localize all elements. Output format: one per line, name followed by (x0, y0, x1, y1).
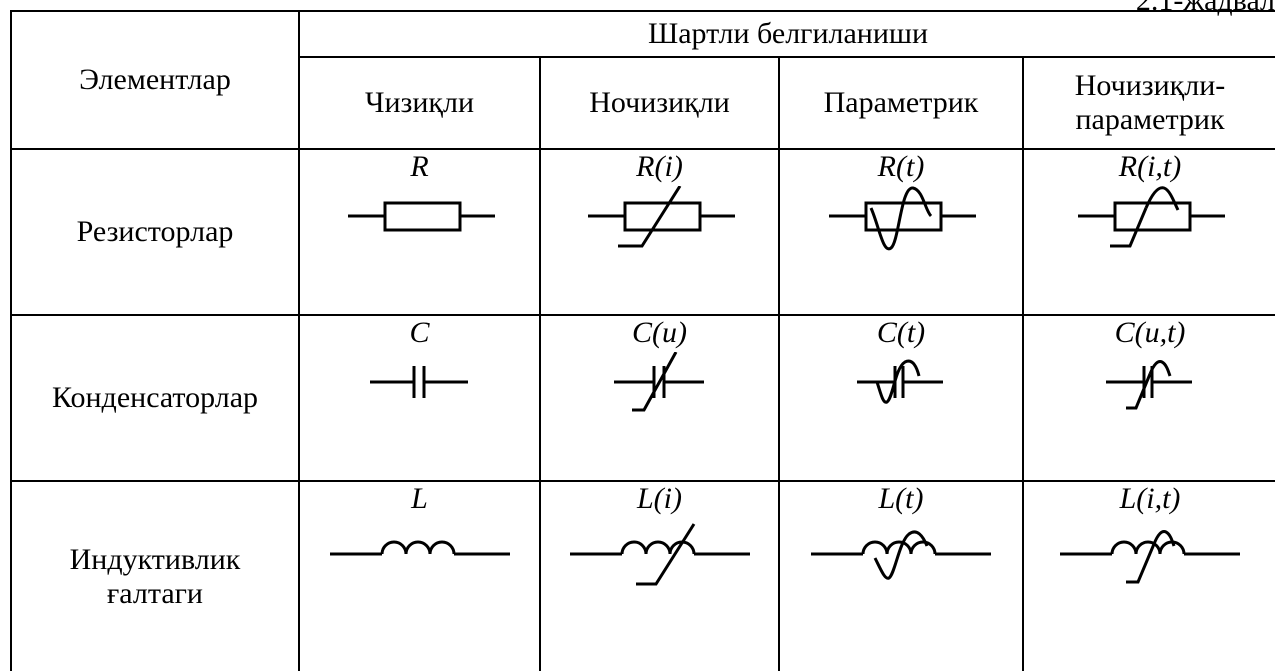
symbol-cell: L(i) (539, 480, 780, 671)
symbol-cell: C(t) (778, 314, 1024, 482)
parametric-resistor-icon (829, 186, 976, 251)
symbol-label: C (409, 316, 430, 349)
table-row: Индуктивлик ғалтаги L L(i) L(t) (10, 480, 1275, 671)
symbol-label: R(i,t) (1118, 150, 1182, 183)
symbol-cell: R(i,t) (1021, 148, 1275, 316)
symbol-cell: R(t) (778, 148, 1024, 316)
nonlinear-parametric-capacitor-icon (1106, 360, 1192, 410)
symbol-label: C(t) (876, 316, 926, 349)
table-row: Резисторлар R R(i) R(t) R(i,t) (10, 148, 1275, 316)
column-header-linear: Чизиқли (298, 56, 541, 150)
symbol-cell: C (298, 314, 541, 482)
symbol-label: R(t) (877, 150, 925, 183)
symbol-label: L (411, 482, 428, 515)
linear-capacitor-icon (369, 366, 468, 398)
symbol-label: L(t) (878, 482, 924, 515)
element-symbols-table: Элементлар Шартли белгиланиши Чизиқли Но… (10, 10, 1275, 671)
symbol-cell: R(i) (539, 148, 780, 316)
parametric-capacitor-icon (857, 359, 943, 404)
linear-resistor-icon (347, 201, 495, 232)
symbol-label: C(u) (632, 316, 687, 349)
row-header-inductors: Индуктивлик ғалтаги (10, 480, 300, 671)
symbol-label: C(u,t) (1114, 316, 1186, 349)
column-header-parametric: Параметрик (778, 56, 1024, 150)
table-row: Конденсаторлар C C(u) C(t) (10, 314, 1275, 482)
nonlinear-capacitor-icon (613, 352, 704, 412)
header-elements: Элементлар (10, 10, 300, 150)
symbol-label: R(i) (636, 150, 683, 183)
row-header-line: Индуктивлик (69, 542, 241, 576)
symbol-cell: L(t) (778, 480, 1024, 671)
column-header-nonlinear: Ночизиқли (539, 56, 780, 150)
parametric-inductor-icon (811, 530, 991, 580)
row-header-resistors: Резисторлар (10, 148, 300, 316)
column-header-line: Ночизиқли- (1074, 69, 1226, 102)
symbol-label: L(i,t) (1119, 482, 1181, 515)
row-header-line: ғалтаги (106, 576, 203, 610)
symbol-cell: C(u) (539, 314, 780, 482)
row-header-capacitors: Конденсаторлар (10, 314, 300, 482)
symbol-cell: C(u,t) (1021, 314, 1275, 482)
symbol-cell: L (298, 480, 541, 671)
symbol-cell: R (298, 148, 541, 316)
nonlinear-parametric-resistor-icon (1078, 186, 1225, 248)
column-header-nonlinear-parametric: Ночизиқли- параметрик (1021, 56, 1275, 150)
symbol-label: R (410, 150, 429, 183)
nonlinear-resistor-icon (587, 186, 735, 248)
nonlinear-parametric-inductor-icon (1060, 530, 1240, 584)
symbol-cell: L(i,t) (1021, 480, 1275, 671)
linear-inductor-icon (329, 540, 510, 556)
symbol-label: L(i) (637, 482, 682, 515)
column-header-line: параметрик (1075, 103, 1225, 136)
header-group: Шартли белгиланиши (297, 10, 1275, 58)
nonlinear-inductor-icon (569, 523, 750, 586)
